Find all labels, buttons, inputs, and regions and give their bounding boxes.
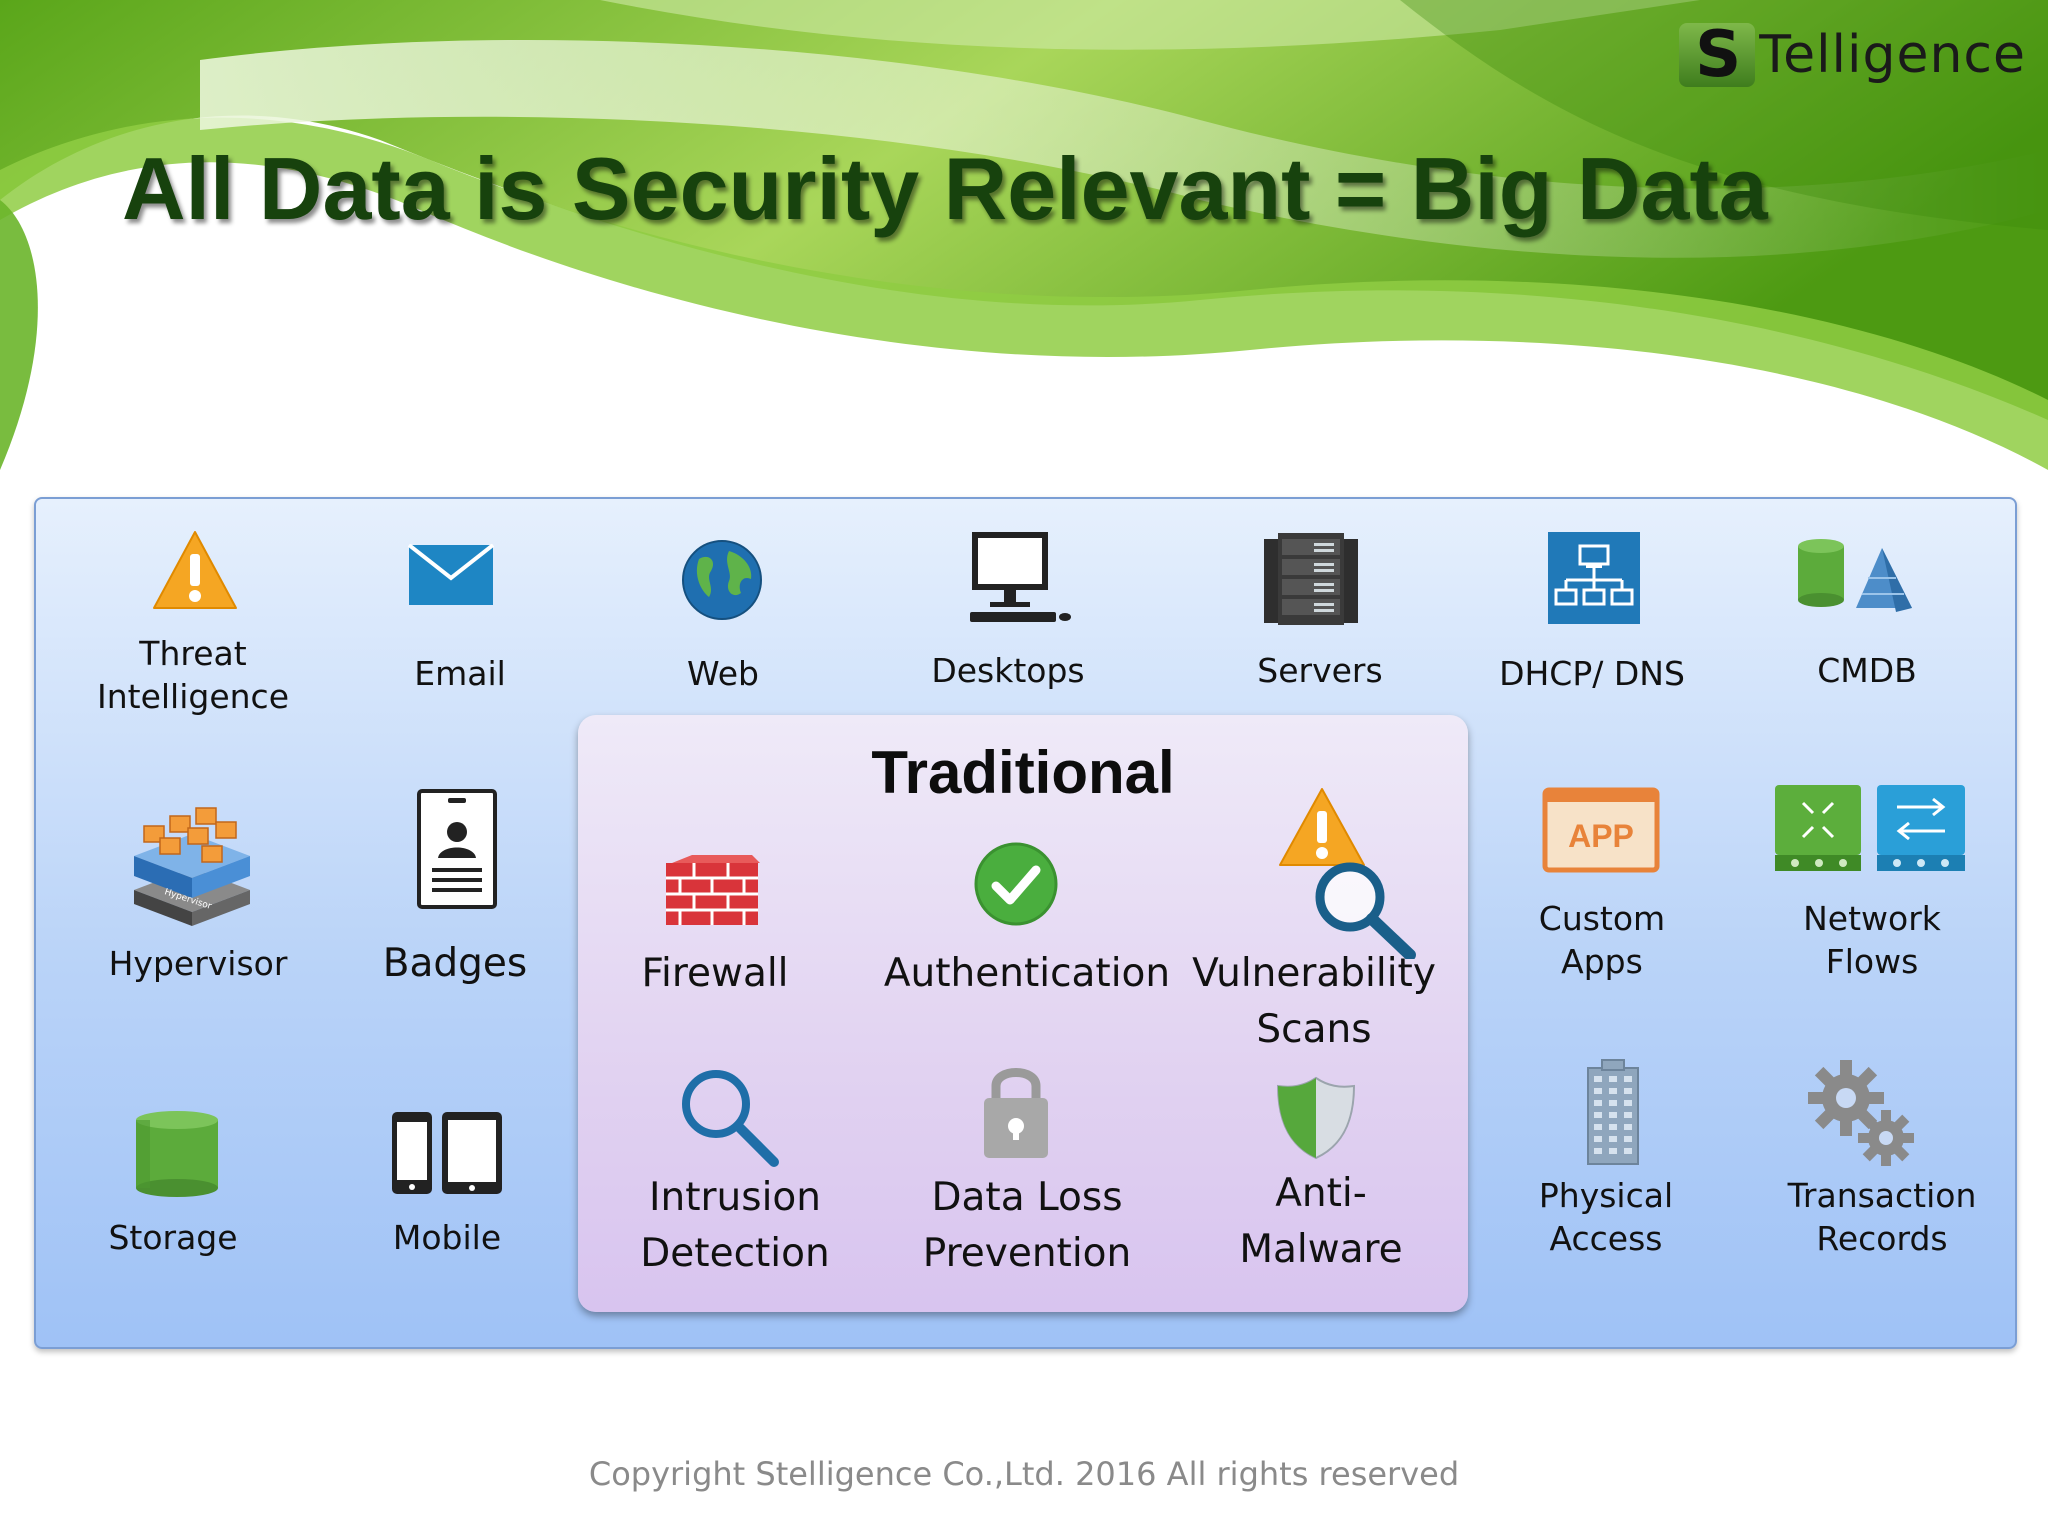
item-threat-intelligence: Threat Intelligence bbox=[96, 634, 289, 716]
desktop-icon bbox=[970, 532, 1071, 622]
item-web: Web bbox=[687, 654, 759, 693]
item-badges: Badges bbox=[382, 941, 528, 986]
item-data-loss-prevention: Data Loss Prevention bbox=[922, 1175, 1132, 1276]
item-storage: Storage bbox=[108, 1218, 238, 1257]
badge-id-card-icon bbox=[417, 789, 497, 909]
logo-text: Telligence bbox=[1759, 25, 2026, 85]
padlock-icon bbox=[984, 1068, 1048, 1158]
app-icon: APP bbox=[1542, 787, 1660, 873]
app-badge-text: APP bbox=[1568, 818, 1634, 854]
item-transaction-records: Transaction Records bbox=[1787, 1176, 1977, 1258]
item-desktops: Desktops bbox=[931, 651, 1085, 690]
item-hypervisor: Hypervisor bbox=[108, 944, 288, 983]
hypervisor-icon: Hypervisor bbox=[134, 807, 250, 926]
magnifier-icon bbox=[682, 1070, 779, 1167]
storage-cylinder-icon bbox=[136, 1111, 218, 1197]
item-intrusion-detection: Intrusion Detection bbox=[640, 1175, 830, 1276]
gears-icon bbox=[1808, 1060, 1914, 1166]
logo-initial: S bbox=[1679, 23, 1756, 87]
item-firewall: Firewall bbox=[641, 951, 789, 996]
item-custom-apps: Custom Apps bbox=[1538, 899, 1666, 981]
item-mobile: Mobile bbox=[392, 1218, 502, 1257]
item-dhcp-dns: DHCP/ DNS bbox=[1499, 654, 1685, 693]
traditional-title: Traditional bbox=[871, 739, 1175, 806]
network-flows-icon bbox=[1775, 785, 1965, 871]
slide-title: All Data is Security Relevant = Big Data bbox=[122, 139, 1768, 238]
item-vulnerability-scans: Vulnerability Scans bbox=[1192, 951, 1436, 1052]
checkmark-icon bbox=[974, 842, 1058, 926]
network-topology-icon bbox=[1548, 532, 1640, 624]
globe-icon bbox=[682, 540, 762, 620]
item-servers: Servers bbox=[1257, 651, 1383, 690]
vulnerability-scan-icon bbox=[1279, 788, 1416, 959]
copyright-footer: Copyright Stelligence Co.,Ltd. 2016 All … bbox=[588, 1455, 1460, 1493]
shield-icon bbox=[1276, 1076, 1356, 1160]
item-email: Email bbox=[414, 654, 506, 693]
item-authentication: Authentication bbox=[883, 951, 1171, 996]
item-network-flows: Network Flows bbox=[1803, 899, 1941, 981]
item-cmdb: CMDB bbox=[1817, 651, 1917, 690]
email-icon bbox=[408, 544, 494, 605]
item-physical-access: Physical Access bbox=[1538, 1176, 1674, 1258]
firewall-brick-icon bbox=[666, 855, 760, 925]
mobile-devices-icon bbox=[392, 1112, 502, 1194]
company-logo: S Telligence bbox=[1679, 22, 2026, 88]
building-icon bbox=[1587, 1059, 1639, 1165]
cmdb-icon bbox=[1798, 539, 1912, 612]
warning-icon bbox=[153, 531, 237, 609]
server-rack-icon bbox=[1264, 533, 1358, 625]
item-anti-malware: Anti- Malware bbox=[1239, 1171, 1403, 1272]
